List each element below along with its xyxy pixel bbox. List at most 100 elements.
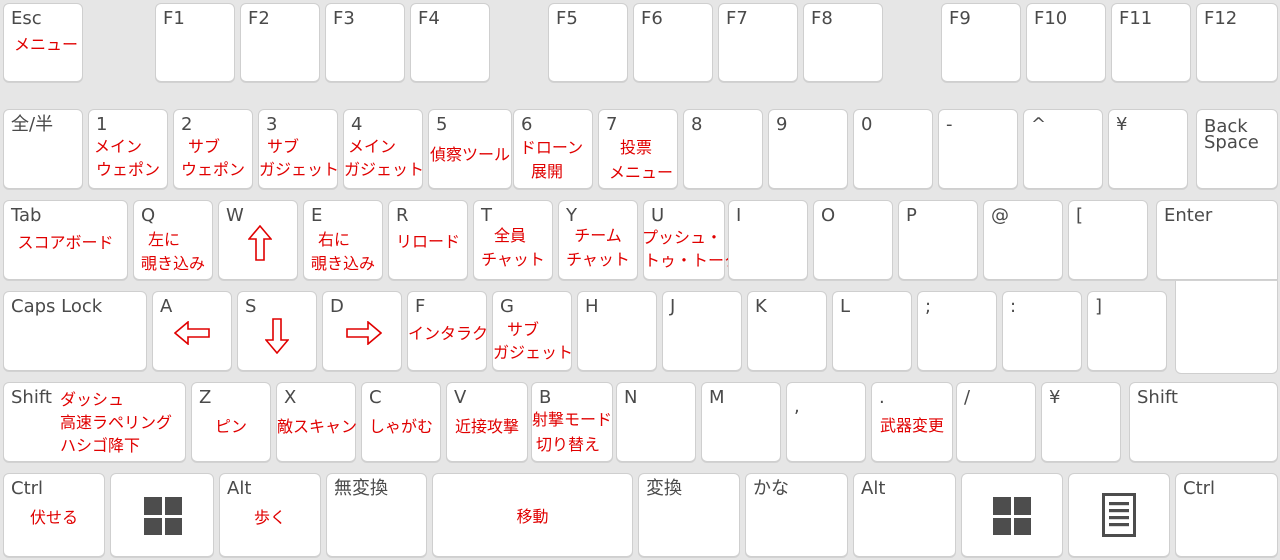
key-v[interactable]: V 近接攻撃	[446, 382, 528, 462]
key-right-ctrl-label: Ctrl	[1183, 478, 1216, 499]
key-4[interactable]: 4 メイン ガジェット	[343, 109, 424, 189]
key-b[interactable]: B 射撃モード 切り替え	[531, 382, 613, 462]
key-z[interactable]: Z ピン	[191, 382, 271, 462]
key-yen-2[interactable]: ¥	[1041, 382, 1121, 462]
key-s[interactable]: S	[237, 291, 317, 371]
key-x-action-1: 敵スキャン	[277, 417, 358, 436]
key-k[interactable]: K	[747, 291, 827, 371]
key-e-label: E	[311, 205, 323, 226]
key-left-shift[interactable]: Shift ダッシュ 高速ラペリング ハシゴ降下	[3, 382, 186, 462]
key-i[interactable]: I	[728, 200, 808, 280]
key-p[interactable]: P	[898, 200, 978, 280]
key-left-ctrl[interactable]: Ctrl 伏せる	[3, 473, 105, 557]
key-n[interactable]: N	[616, 382, 696, 462]
key-x[interactable]: X 敵スキャン	[276, 382, 358, 462]
key-left-windows[interactable]	[110, 473, 214, 557]
key-right-ctrl[interactable]: Ctrl	[1175, 473, 1278, 557]
key-f8[interactable]: F8	[803, 3, 883, 82]
key-u[interactable]: U プッシュ・ トゥ・トーク	[642, 200, 740, 280]
key-caret[interactable]: ^	[1023, 109, 1103, 189]
key-y[interactable]: Y チーム チャット	[558, 200, 638, 280]
key-f6[interactable]: F6	[633, 3, 713, 82]
key-yen[interactable]: ¥	[1108, 109, 1188, 189]
arrow-down-icon	[265, 318, 289, 354]
key-f7[interactable]: F7	[718, 3, 798, 82]
key-f[interactable]: F インタラクト	[407, 291, 504, 371]
key-period[interactable]: . 武器変更	[871, 382, 953, 462]
key-3-action-1: サブ	[266, 137, 299, 156]
key-slash-label: /	[964, 387, 971, 408]
key-rbracket[interactable]: ]	[1087, 291, 1167, 371]
key-e-action-1: 右に	[317, 230, 350, 249]
key-8[interactable]: 8	[683, 109, 763, 189]
key-left-alt[interactable]: Alt 歩く	[219, 473, 321, 557]
key-semicolon[interactable]: ;	[917, 291, 997, 371]
key-kana[interactable]: かな	[745, 473, 848, 557]
key-f1[interactable]: F1	[155, 3, 235, 82]
key-tab[interactable]: Tab スコアボード	[3, 200, 128, 280]
key-5[interactable]: 5 偵察ツール	[428, 109, 512, 189]
key-d[interactable]: D	[322, 291, 402, 371]
key-period-label: .	[879, 387, 885, 408]
key-right-shift[interactable]: Shift	[1129, 382, 1278, 462]
key-lbracket[interactable]: [	[1068, 200, 1148, 280]
key-1-action-1: メイン	[93, 137, 142, 156]
key-henkan[interactable]: 変換	[638, 473, 740, 557]
key-enter[interactable]: Enter	[1156, 200, 1278, 280]
key-zenhan[interactable]: 全/半	[3, 109, 83, 189]
key-comma[interactable]: ,	[786, 382, 866, 462]
key-o[interactable]: O	[813, 200, 893, 280]
key-enter-label: Enter	[1164, 205, 1213, 226]
key-q[interactable]: Q 左に 覗き込み	[133, 200, 213, 280]
key-f6-label: F6	[641, 8, 663, 29]
key-7-label: 7	[606, 114, 618, 135]
key-j[interactable]: J	[662, 291, 742, 371]
key-right-alt[interactable]: Alt	[853, 473, 956, 557]
key-m[interactable]: M	[701, 382, 781, 462]
key-1[interactable]: 1 メイン ウェポン	[88, 109, 168, 189]
key-s-label: S	[245, 296, 257, 317]
key-f11[interactable]: F11	[1111, 3, 1191, 82]
key-l[interactable]: L	[832, 291, 912, 371]
key-muhenkan[interactable]: 無変換	[326, 473, 427, 557]
key-a[interactable]: A	[152, 291, 232, 371]
key-backspace[interactable]: Back Space	[1196, 109, 1278, 189]
key-f5[interactable]: F5	[548, 3, 628, 82]
key-w[interactable]: W	[218, 200, 298, 280]
key-6[interactable]: 6 ドローン 展開	[513, 109, 593, 189]
key-h[interactable]: H	[577, 291, 657, 371]
key-f4[interactable]: F4	[410, 3, 490, 82]
key-t[interactable]: T 全員 チャット	[473, 200, 553, 280]
key-7[interactable]: 7 投票 メニュー	[598, 109, 678, 189]
key-minus[interactable]: -	[938, 109, 1018, 189]
key-9[interactable]: 9	[768, 109, 848, 189]
key-caret-label: ^	[1031, 114, 1047, 135]
key-r[interactable]: R リロード	[388, 200, 468, 280]
key-f2[interactable]: F2	[240, 3, 320, 82]
key-f10[interactable]: F10	[1026, 3, 1106, 82]
key-right-windows[interactable]	[961, 473, 1063, 557]
key-f3[interactable]: F3	[325, 3, 405, 82]
key-2[interactable]: 2 サブ ウェポン	[173, 109, 253, 189]
key-3[interactable]: 3 サブ ガジェット	[258, 109, 339, 189]
key-c[interactable]: C しゃがむ	[361, 382, 441, 462]
key-esc[interactable]: Esc メニュー	[3, 3, 83, 82]
key-enter-lower[interactable]	[1175, 270, 1278, 374]
key-g[interactable]: G サブ ガジェット	[492, 291, 573, 371]
key-0-label: 0	[861, 114, 873, 135]
key-q-action-1: 左に	[147, 230, 180, 249]
key-muhenkan-label: 無変換	[334, 478, 388, 499]
key-colon[interactable]: :	[1002, 291, 1082, 371]
key-0[interactable]: 0	[853, 109, 933, 189]
key-left-shift-label: Shift	[11, 387, 52, 408]
key-e[interactable]: E 右に 覗き込み	[303, 200, 383, 280]
key-o-label: O	[821, 205, 836, 226]
arrow-up-icon	[248, 225, 272, 261]
key-f9[interactable]: F9	[941, 3, 1021, 82]
key-space[interactable]: 移動	[432, 473, 633, 557]
key-f12[interactable]: F12	[1196, 3, 1278, 82]
key-at[interactable]: @	[983, 200, 1063, 280]
key-slash[interactable]: /	[956, 382, 1036, 462]
key-context-menu[interactable]	[1068, 473, 1170, 557]
key-capslock[interactable]: Caps Lock	[3, 291, 147, 371]
